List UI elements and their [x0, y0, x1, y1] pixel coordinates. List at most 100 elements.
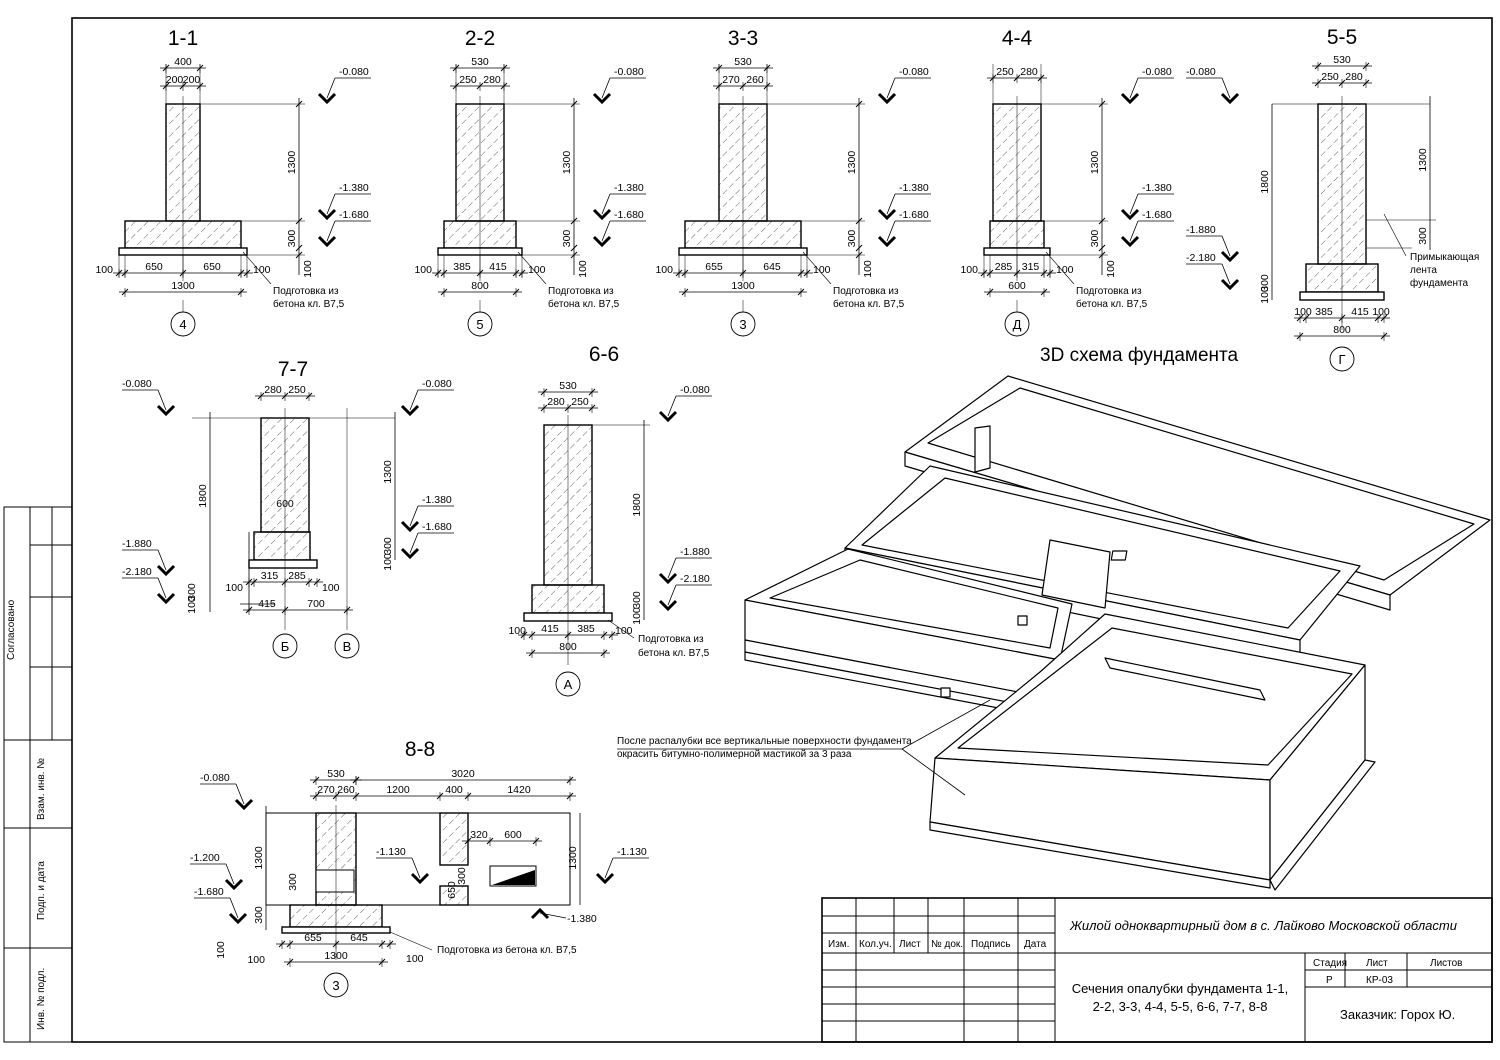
- s22-lvl2-leader: [601, 220, 611, 242]
- s11-dsub-1: 200: [183, 74, 201, 86]
- s55-h1300: 1300: [1417, 148, 1429, 172]
- s88-stub: [439, 885, 469, 906]
- s88-d3020-0: 3020: [451, 768, 475, 780]
- s44-lvl2: -1.680: [1142, 209, 1172, 221]
- side-agreed: Согласовано: [6, 599, 17, 660]
- s77-h1300: 1300: [382, 460, 394, 484]
- s33-dsub-0: 270: [722, 74, 740, 86]
- tb-h-izm: Изм.: [828, 939, 849, 950]
- tb-sheet: КР-03: [1366, 975, 1393, 986]
- s77-footing: [253, 531, 311, 561]
- s11-axis-label: 4: [179, 317, 186, 332]
- s77-lvl4: -1.880: [122, 538, 152, 550]
- s44-dtop-1: 280: [1020, 66, 1038, 78]
- s44-note-1: Подготовка из: [1076, 286, 1142, 297]
- s66-dtop-0: 530: [559, 380, 577, 392]
- s11-title: 1-1: [168, 27, 198, 50]
- s22-axis-label: 5: [476, 317, 483, 332]
- s55-dbot-3: 100: [1372, 306, 1390, 318]
- s22-title: 2-2: [465, 27, 495, 50]
- s11-h1300: 1300: [286, 151, 298, 175]
- s22-h300: 300: [561, 230, 573, 248]
- s55-dtop-0: 530: [1333, 54, 1351, 66]
- s33-vtick: [855, 251, 863, 259]
- s88-dtotal-0: 1300: [324, 950, 348, 962]
- s33-dbot-1: 655: [705, 261, 723, 273]
- s22-dbot-2: 415: [489, 261, 507, 273]
- s11-lvl0: -0.080: [339, 66, 369, 78]
- s77-axis-a: Б: [281, 639, 290, 654]
- s11-dbot-l: 100: [95, 264, 113, 276]
- s33-note-2: бетона кл. В7,5: [833, 298, 905, 310]
- s66-dsub-1: 250: [571, 396, 589, 408]
- s66-note-1: Подготовка из: [638, 634, 704, 645]
- s88-lvl5-leader: [539, 912, 567, 919]
- s33-h1300: 1300: [846, 151, 858, 175]
- s11-lvl1: -1.380: [339, 182, 369, 194]
- s77-lvl0-leader: [157, 389, 167, 411]
- s77-lvl5-leader: [157, 577, 167, 599]
- s33-vtick: [855, 100, 863, 108]
- s11-vtick: [295, 100, 303, 108]
- s22-dsub-0: 250: [459, 74, 477, 86]
- s88-lvl4: -1.130: [617, 846, 647, 858]
- s22-note-leader: [517, 251, 547, 285]
- s11-dsub-0: 200: [166, 74, 184, 86]
- s77-h100l: 100: [186, 596, 198, 614]
- s77-lvl1-leader: [409, 389, 419, 411]
- s33-dbot-l: 100: [655, 264, 673, 276]
- s88-vent-frame: [489, 865, 537, 887]
- scheme-note-2: окрасить битумно-полимерной мастикой за …: [617, 748, 852, 760]
- tb-project: Жилой одноквартирный дом в с. Лайково Мо…: [1069, 918, 1457, 933]
- s88-title: 8-8: [405, 738, 435, 761]
- s44-dtop-0: 250: [996, 66, 1014, 78]
- s88-h1300r: 1300: [567, 846, 579, 870]
- s33-axis-label-bubble: [730, 311, 756, 337]
- s33-lvl2-leader: [886, 220, 896, 242]
- s33-vtick: [855, 244, 863, 252]
- s88-lvl4-leader: [604, 857, 614, 879]
- s44-axis-label: Д: [1013, 317, 1022, 332]
- s88-lvl1-leader: [225, 863, 235, 885]
- s55-lvl2: -2.180: [1186, 252, 1216, 264]
- title-block: [821, 897, 1493, 1043]
- s22-lvl1: -1.380: [614, 182, 644, 194]
- s77-h1800: 1800: [197, 484, 209, 508]
- s77-prep: [248, 559, 318, 569]
- s33-dtotal-0: 1300: [731, 280, 755, 292]
- s55-h100: 100: [1259, 286, 1271, 304]
- s77-axis-a-bubble: [272, 633, 298, 659]
- s22-note-2: бетона кл. В7,5: [548, 298, 620, 310]
- s11-lvl2-leader: [326, 220, 336, 242]
- tb-stage-label: Стадия: [1313, 958, 1347, 969]
- s22-vtick: [570, 244, 578, 252]
- s55-note-1: Примыкающая: [1410, 252, 1479, 263]
- s88-h300c: 300: [456, 867, 468, 885]
- s44-lvl2-leader: [1129, 220, 1139, 242]
- s11-dtop-0: 400: [174, 56, 192, 68]
- s22-axis-label-bubble: [467, 311, 493, 337]
- s55-lvl0-leader: [1221, 77, 1231, 99]
- s11-note-2: бетона кл. В7,5: [273, 298, 345, 310]
- tb-sheet-label: Лист: [1366, 958, 1388, 969]
- s77-lvl2: -1.380: [422, 494, 452, 506]
- s11-h300: 300: [286, 230, 298, 248]
- s77-dbot-r: 100: [322, 582, 340, 594]
- s55-dbot-1: 385: [1315, 306, 1333, 318]
- s11-h100: 100: [302, 260, 314, 278]
- s11-axis-label-bubble: [170, 311, 196, 337]
- s77-lvl2-leader: [409, 505, 419, 527]
- side-stamp: [3, 506, 73, 1043]
- s33-lvl0: -0.080: [899, 66, 929, 78]
- s22-lvl1-leader: [601, 193, 611, 215]
- s66-dtotal-0: 800: [559, 641, 577, 653]
- s66-h300: 300: [631, 591, 643, 609]
- s77-dbot-2: 285: [288, 570, 306, 582]
- s44-dtotal-0: 600: [1008, 280, 1026, 292]
- s22-lvl2: -1.680: [614, 209, 644, 221]
- s55-axis-label-bubble: [1329, 346, 1355, 372]
- s55-lvl2-leader: [1221, 263, 1231, 285]
- s66-lvl2: -2.180: [680, 573, 710, 585]
- s88-h100: 100: [215, 941, 227, 959]
